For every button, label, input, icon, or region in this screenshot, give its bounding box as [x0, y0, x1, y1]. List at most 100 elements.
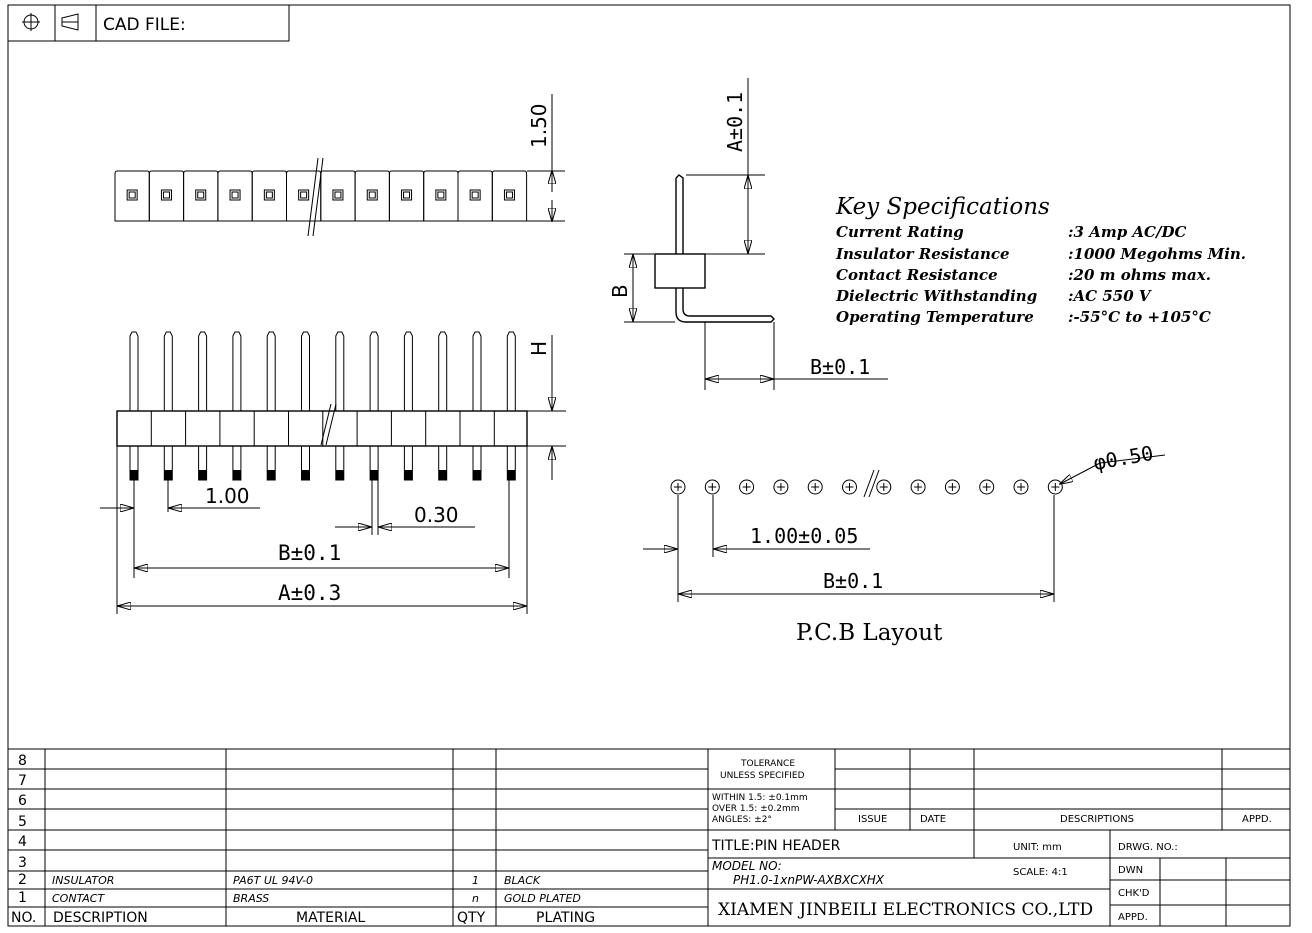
spec-label-0: Current Rating	[836, 223, 964, 241]
bom-row1-material: BRASS	[233, 892, 269, 905]
bom-row1-plating: GOLD PLATED	[504, 892, 581, 905]
tolerance-angles: ANGLES: ±2°	[712, 815, 772, 825]
pcb-hole	[1047, 479, 1063, 495]
top-view-cell	[183, 170, 219, 222]
bom-header-qty: QTY	[457, 910, 486, 926]
front-pin	[253, 331, 276, 481]
spec-value-0: :3 Amp AC/DC	[1068, 223, 1186, 241]
header-box: CAD FILE:	[8, 5, 290, 42]
bom-row2-qty: 1	[472, 874, 479, 887]
chkd-label: CHK'D	[1118, 888, 1150, 899]
dim-a-text: A±0.3	[278, 581, 341, 605]
top-view-cell	[491, 170, 528, 222]
top-view-cell	[148, 170, 185, 222]
bom-header-description: DESCRIPTION	[53, 910, 148, 926]
top-view-cell	[354, 170, 390, 222]
pcb-hole	[876, 479, 892, 495]
pcb-pitch-dim-text: 1.00±0.05	[750, 524, 858, 548]
front-pin	[459, 331, 482, 481]
issue-label: ISSUE	[858, 814, 887, 825]
unit-label: UNIT: mm	[1013, 842, 1062, 853]
bom-header-material: MATERIAL	[296, 910, 365, 926]
front-pin	[425, 331, 448, 481]
front-view: H 1.00 0.30 B±0.1 A±0.3	[100, 331, 566, 614]
dim-pin-text: 0.30	[414, 503, 459, 527]
front-pin	[116, 331, 139, 481]
dwn-label: DWN	[1118, 865, 1143, 876]
side-view: A±0.1 B B±0.1	[608, 78, 888, 390]
bom-row-number: 2	[18, 872, 27, 888]
date-label: DATE	[920, 814, 946, 825]
dim-pitch-text: 1.00	[205, 484, 250, 508]
pcb-layout: φ0.50 1.00±0.05 B±0.1 P.C.B Layout	[643, 441, 1166, 646]
pcb-hole	[739, 479, 755, 495]
pcb-hole	[670, 479, 686, 495]
tolerance-line2: UNLESS SPECIFIED	[720, 771, 805, 781]
company-name: XIAMEN JINBEILI ELECTRONICS CO.,LTD	[718, 900, 1093, 920]
bom-row2-material: PA6T UL 94V-0	[233, 874, 313, 887]
pcb-layout-title: P.C.B Layout	[796, 620, 943, 646]
pcb-hole	[944, 479, 960, 495]
spec-value-2: :20 m ohms max.	[1068, 266, 1211, 284]
spec-value-4: :-55°C to +105°C	[1068, 308, 1211, 326]
drwg-no-label: DRWG. NO.:	[1118, 842, 1178, 853]
dim-b-text: B±0.1	[278, 541, 341, 565]
break-mark	[307, 157, 324, 237]
third-angle-projection-icon	[61, 13, 79, 31]
bom-row-number: 8	[18, 753, 27, 769]
title-block: TOLERANCE UNLESS SPECIFIED WITHIN 1.5: ±…	[708, 748, 1290, 926]
bom-row-number: 5	[18, 814, 27, 830]
bom-row2-desc: INSULATOR	[52, 874, 114, 887]
top-view-cell	[217, 170, 253, 222]
dim-1-50-text: 1.50	[527, 103, 551, 148]
pcb-hole	[807, 479, 823, 495]
bom-row1-qty: n	[472, 892, 479, 905]
drawing-border	[7, 4, 1291, 927]
bom-row-number: 7	[18, 773, 27, 789]
pcb-hole	[773, 479, 789, 495]
descriptions-label: DESCRIPTIONS	[1060, 814, 1134, 825]
spec-label-3: Dielectric Withstanding	[835, 287, 1037, 305]
front-pin	[493, 331, 516, 481]
dim-h-text: H	[527, 341, 551, 356]
appd-header: APPD.	[1242, 814, 1272, 825]
crosshair-icon	[22, 13, 40, 31]
pcb-hole	[979, 479, 995, 495]
spec-label-4: Operating Temperature	[836, 308, 1034, 326]
spec-value-1: :1000 Megohms Min.	[1068, 245, 1246, 263]
bom-row-number: 1	[18, 890, 27, 906]
top-view-cell	[320, 170, 356, 222]
side-b-dim-text: B±0.1	[810, 355, 870, 379]
tolerance-within: WITHIN 1.5: ±0.1mm	[712, 793, 808, 803]
front-pin	[219, 331, 242, 481]
spec-label-2: Contact Resistance	[836, 266, 998, 284]
front-pin	[390, 331, 413, 481]
tolerance-over: OVER 1.5: ±0.2mm	[712, 804, 799, 814]
top-view-cell	[457, 170, 493, 222]
spec-value-3: :AC 550 V	[1068, 287, 1152, 305]
pcb-hole	[704, 479, 720, 495]
cad-file-label: CAD FILE:	[103, 15, 186, 35]
front-pin	[150, 331, 173, 481]
bom-header-no: NO.	[11, 910, 36, 926]
front-pin	[322, 331, 345, 481]
tolerance-line1: TOLERANCE	[740, 759, 795, 769]
bom-header-plating: PLATING	[536, 910, 595, 926]
top-view-cell	[423, 170, 459, 222]
insulator-body	[116, 410, 528, 447]
pcb-b-dim-text: B±0.1	[823, 569, 883, 593]
specs-title: Key Specifications	[835, 194, 1050, 220]
top-view-cell	[251, 170, 287, 222]
pcb-hole-dim-text: φ0.50	[1092, 441, 1155, 475]
side-insulator	[654, 253, 706, 289]
drawing-title: TITLE:PIN HEADER	[711, 838, 841, 854]
top-view: 1.50	[114, 94, 565, 237]
pcb-hole	[910, 479, 926, 495]
side-b-label: B	[608, 284, 632, 298]
bom-row-number: 3	[18, 855, 27, 871]
pcb-hole	[1013, 479, 1029, 495]
model-no-label: MODEL NO:	[712, 859, 782, 873]
bom-row1-desc: CONTACT	[52, 892, 105, 905]
